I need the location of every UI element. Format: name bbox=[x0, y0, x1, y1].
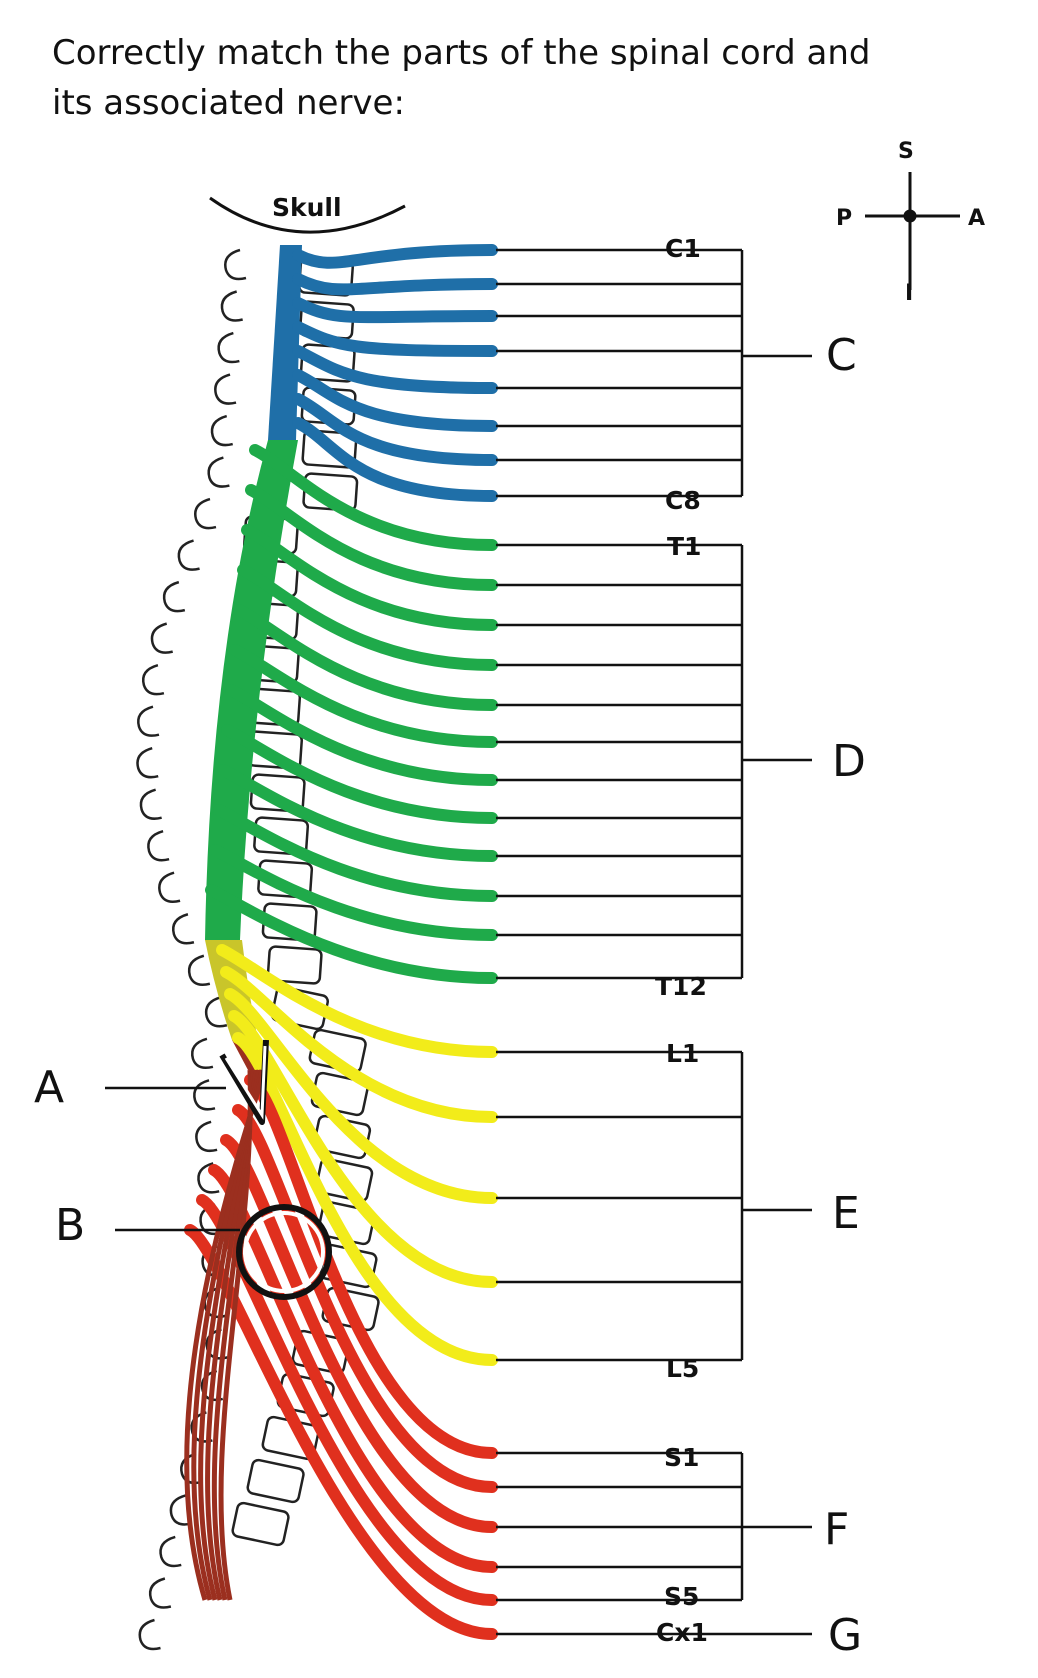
spinal-nerve-root bbox=[205, 884, 498, 984]
spinal-nerve-root bbox=[220, 966, 498, 1123]
marker-circle-b bbox=[236, 1204, 332, 1300]
orientation-compass bbox=[865, 172, 960, 290]
spinal-nerve-root bbox=[245, 484, 498, 591]
cauda-equina-strand bbox=[184, 1069, 268, 1601]
spinous-process bbox=[136, 746, 159, 779]
spinal-nerve-root bbox=[232, 1104, 498, 1493]
spinal-nerve-root bbox=[216, 944, 498, 1058]
spinous-process bbox=[195, 1120, 218, 1153]
spinal-nerve-root bbox=[232, 1032, 498, 1366]
spinous-process bbox=[214, 373, 237, 405]
spinal-nerve-root bbox=[292, 244, 498, 269]
skull-outline bbox=[209, 196, 406, 234]
spinous-process bbox=[159, 1535, 182, 1568]
spinous-process bbox=[139, 788, 162, 820]
compass-a: A bbox=[968, 206, 985, 231]
spinal-nerve-root bbox=[292, 297, 498, 324]
cord-cervical-segment bbox=[268, 245, 302, 440]
spinal-nerve-root bbox=[292, 345, 498, 394]
spinous-process bbox=[148, 1577, 172, 1609]
vertebral-body bbox=[231, 1501, 290, 1547]
spinal-nerve-root bbox=[292, 369, 498, 432]
spinous-process bbox=[142, 663, 165, 696]
spinal-nerve-root bbox=[244, 1074, 498, 1459]
label-l5: L5 bbox=[666, 1354, 699, 1383]
spinal-nerve-root bbox=[292, 393, 498, 466]
vertebral-body bbox=[266, 945, 323, 985]
compass-s: S bbox=[898, 139, 914, 164]
spinous-process bbox=[162, 580, 186, 613]
spinous-process bbox=[137, 705, 160, 737]
letter-a: A bbox=[34, 1062, 64, 1113]
letter-f: F bbox=[824, 1504, 849, 1555]
spinal-nerve-root bbox=[209, 844, 498, 941]
spinous-process bbox=[169, 1494, 192, 1526]
spinal-nerve-root bbox=[224, 988, 498, 1204]
spinous-process bbox=[187, 954, 211, 987]
spinous-process bbox=[191, 1037, 214, 1070]
letter-b: B bbox=[55, 1200, 85, 1251]
vertebral-body bbox=[315, 1157, 374, 1203]
spinous-process bbox=[220, 290, 243, 322]
letter-c: C bbox=[826, 330, 857, 381]
label-l1: L1 bbox=[666, 1039, 699, 1068]
spinous-process bbox=[158, 871, 181, 903]
spinal-nerve-root bbox=[225, 684, 498, 786]
spinous-process bbox=[138, 1618, 161, 1651]
letter-e: E bbox=[832, 1188, 860, 1239]
label-cx1: Cx1 bbox=[656, 1618, 708, 1647]
spinal-nerves bbox=[184, 244, 498, 1640]
label-c1: C1 bbox=[665, 234, 701, 263]
label-c8: C8 bbox=[665, 486, 701, 515]
spinous-process bbox=[204, 996, 228, 1028]
label-s5: S5 bbox=[664, 1582, 699, 1611]
spinous-process bbox=[194, 497, 217, 530]
spinal-nerve-root bbox=[228, 1010, 498, 1288]
region-brackets bbox=[740, 250, 812, 1636]
label-t1: T1 bbox=[667, 532, 701, 561]
spinal-nerve-root bbox=[213, 804, 498, 902]
spinous-process bbox=[224, 248, 247, 281]
spinal-nerve-root bbox=[233, 604, 498, 711]
spinal-nerve-root bbox=[217, 764, 498, 862]
compass-i: I bbox=[905, 281, 913, 306]
skull-label: Skull bbox=[272, 193, 342, 222]
spinal-nerve-root bbox=[237, 564, 498, 671]
letter-d: D bbox=[832, 736, 866, 787]
spinal-nerve-root bbox=[229, 644, 498, 748]
spinous-process bbox=[193, 1079, 216, 1111]
spinal-nerve-root bbox=[292, 417, 498, 502]
spinous-process bbox=[207, 456, 230, 488]
spinous-process bbox=[172, 913, 195, 945]
vertebral-body bbox=[246, 1458, 305, 1504]
compass-p: P bbox=[836, 206, 852, 231]
spinal-nerve-root bbox=[249, 444, 498, 551]
question-text: Correctly match the parts of the spinal … bbox=[52, 33, 871, 123]
spinous-process bbox=[150, 622, 174, 654]
spinous-process bbox=[197, 1162, 220, 1194]
spinous-process bbox=[177, 539, 200, 571]
leader-lines bbox=[105, 248, 742, 1636]
spinal-nerve-root bbox=[292, 321, 498, 357]
spinous-process bbox=[210, 414, 234, 447]
label-s1: S1 bbox=[664, 1443, 699, 1472]
spinal-nerve-root bbox=[292, 273, 498, 296]
spinal-nerve-root bbox=[221, 724, 498, 824]
label-t12: T12 bbox=[655, 972, 707, 1001]
spinal-nerve-root bbox=[241, 524, 498, 631]
letter-g: G bbox=[828, 1610, 862, 1661]
vertebral-body bbox=[301, 429, 358, 469]
spinous-process bbox=[147, 830, 170, 862]
spinous-process bbox=[217, 331, 240, 364]
